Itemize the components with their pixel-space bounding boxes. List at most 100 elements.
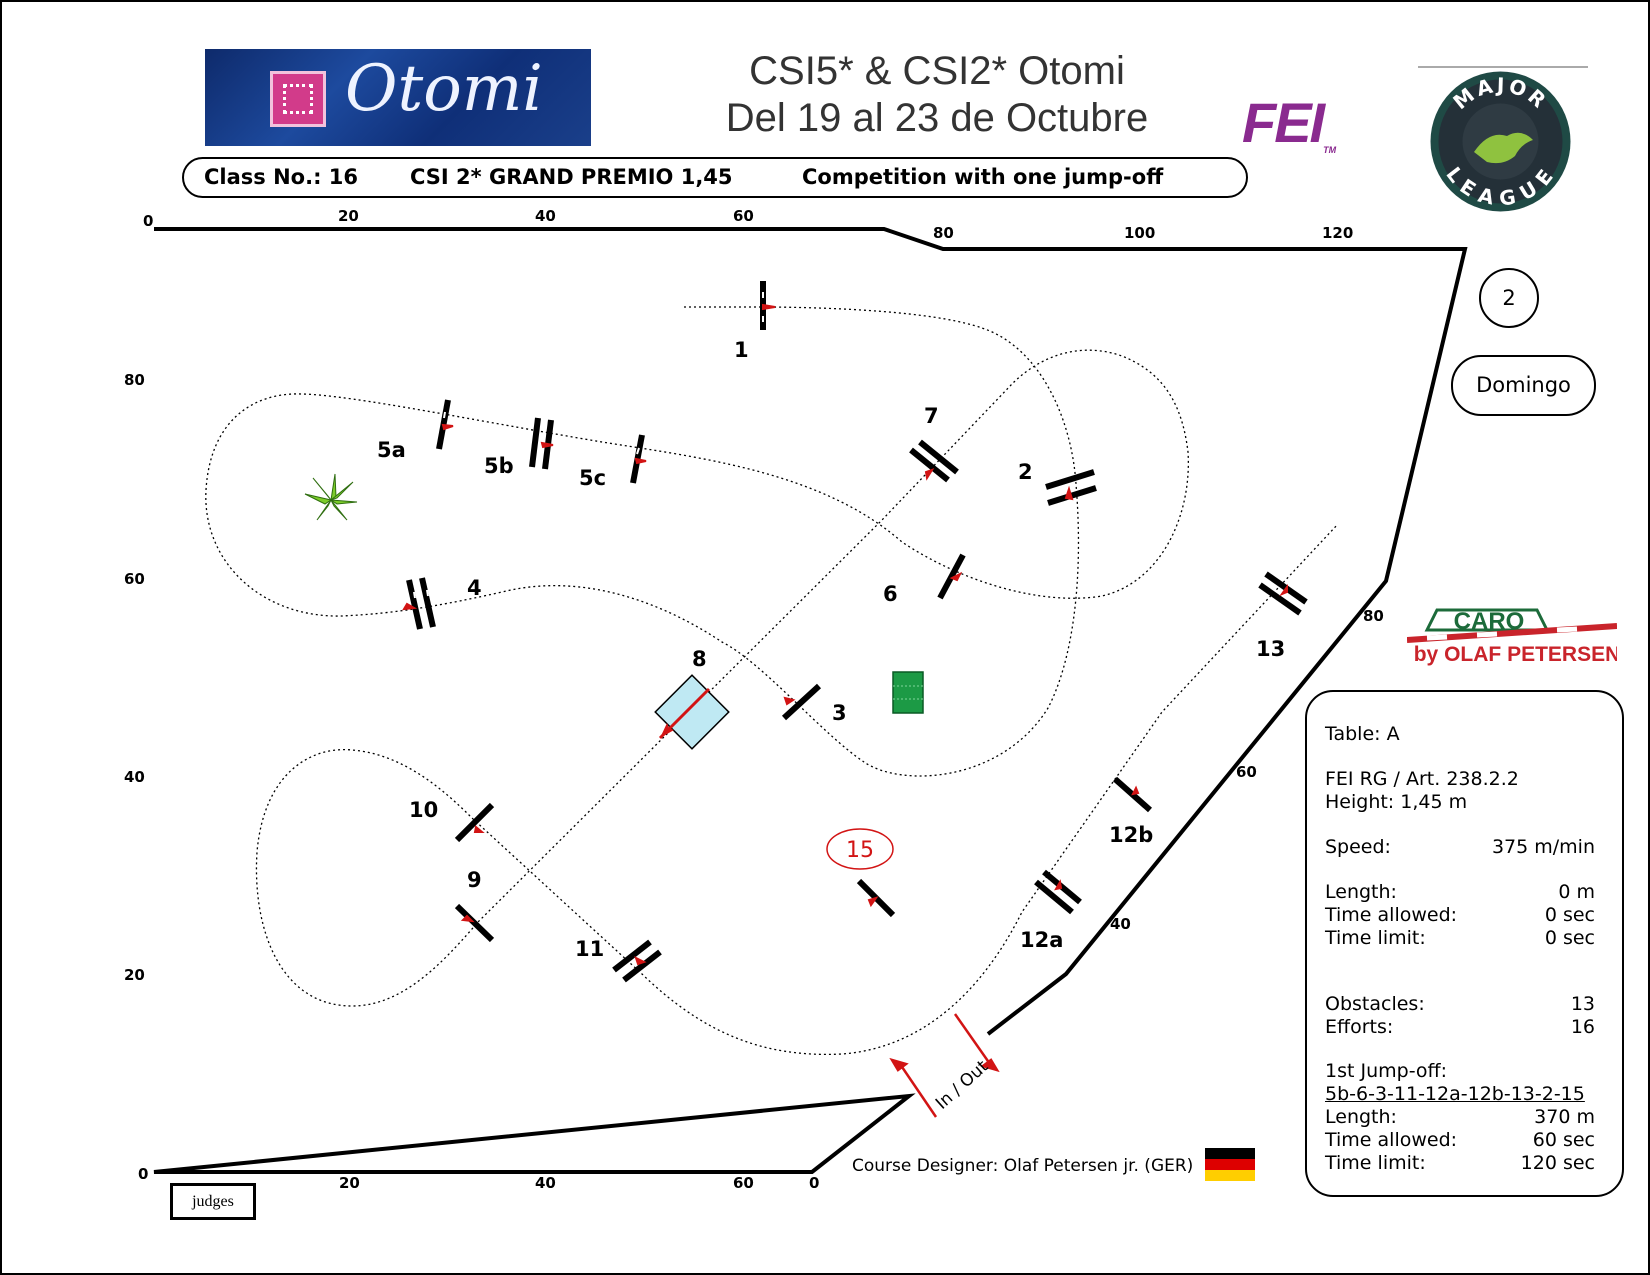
obstacle-label-4: 4: [467, 576, 482, 600]
obstacle-label-1: 1: [734, 338, 749, 362]
scale-left-40: 40: [124, 768, 145, 786]
final-obstacle-badge: 15: [826, 828, 894, 870]
major-league-logo: MAJOR LEAGUE: [1430, 71, 1571, 212]
obstacle-label-12b: 12b: [1109, 823, 1153, 847]
scale-diag-60: 60: [1236, 763, 1257, 781]
obstacle-10: [454, 802, 495, 843]
obstacle-4: [406, 577, 436, 630]
fei-logo: FEITM: [1242, 90, 1336, 155]
obstacle-6: [937, 553, 966, 600]
event-dates: Del 19 al 23 de Octubre: [725, 96, 1149, 140]
competition-type: Competition with one jump-off: [802, 165, 1164, 189]
course-designer: Course Designer: Olaf Petersen jr. (GER): [852, 1156, 1194, 1176]
info-obstacles-label: Obstacles:: [1325, 993, 1425, 1015]
scale-top-80: 80: [933, 224, 954, 242]
obstacle-label-12a: 12a: [1020, 928, 1063, 952]
obstacle-7: [909, 439, 959, 483]
info-length-label: Length:: [1325, 881, 1397, 903]
obstacle-label-7: 7: [924, 404, 939, 428]
obstacle-3: [781, 683, 822, 721]
scale-bottom-40: 40: [535, 1174, 556, 1192]
day-badge: Domingo: [1451, 355, 1596, 416]
logo-divider: [1418, 66, 1588, 68]
caro-byline: by OLAF PETERSEN: [1414, 643, 1617, 666]
in-out-gate: [889, 1013, 1000, 1118]
info-length-value: 0 m: [1558, 881, 1595, 903]
caro-sponsor-logo: CARO by OLAF PETERSEN: [1407, 608, 1617, 666]
obstacle-label-10: 10: [409, 798, 438, 822]
scale-bottom-20: 20: [339, 1174, 360, 1192]
obstacle-label-13: 13: [1256, 637, 1285, 661]
scale-left-20: 20: [124, 966, 145, 984]
caro-brand-text: CARO: [1454, 608, 1525, 635]
course-route: [205, 306, 1339, 1056]
flag-stripe-1: [1205, 1148, 1255, 1159]
info-jo-length-value: 370 m: [1534, 1106, 1595, 1128]
scale-left-60: 60: [124, 570, 145, 588]
scale-left-80: 80: [124, 371, 145, 389]
scale-bottom-0: 0: [809, 1174, 819, 1192]
fei-trademark: TM: [1323, 145, 1337, 155]
scale-top-100: 100: [1124, 224, 1155, 242]
obstacle-label-11: 11: [575, 937, 604, 961]
info-efforts-value: 16: [1570, 1016, 1595, 1038]
info-jumpoff-sequence: 5b-6-3-11-12a-12b-13-2-15: [1325, 1083, 1585, 1105]
obstacle-label-9: 9: [467, 868, 482, 892]
otomi-emblem-icon: [270, 71, 326, 127]
obstacle-label-2: 2: [1018, 460, 1033, 484]
info-time-allowed-label: Time allowed:: [1325, 904, 1458, 926]
otomi-logo-text: Otomi: [345, 52, 543, 126]
scale-bottom-60: 60: [733, 1174, 754, 1192]
scale-left-0: 0: [138, 1165, 148, 1183]
green-obstacle-box: [892, 671, 924, 714]
info-efforts-label: Efforts:: [1325, 1016, 1394, 1038]
judges-box: judges: [170, 1183, 256, 1220]
obstacle-label-15: 15: [846, 838, 874, 863]
obstacle-8-water: [654, 674, 730, 750]
scale-top-120: 120: [1322, 224, 1353, 242]
info-time-limit-label: Time limit:: [1325, 927, 1426, 949]
arena-fence-upper: [154, 227, 1468, 1036]
fei-logo-text: FEI: [1242, 91, 1325, 154]
class-number: Class No.: 16: [204, 165, 359, 189]
info-speed-label: Speed:: [1325, 836, 1391, 858]
scale-diag-80: 80: [1363, 607, 1384, 625]
info-time-allowed-value: 0 sec: [1544, 904, 1595, 926]
info-jo-time-limit-value: 120 sec: [1520, 1152, 1595, 1174]
event-title: CSI5* & CSI2* Otomi Del 19 al 23 de Octu…: [642, 48, 1232, 142]
germany-flag-icon: [1205, 1148, 1255, 1181]
obstacle-label-5a: 5a: [377, 438, 406, 462]
info-obstacles-value: 13: [1570, 993, 1595, 1015]
obstacle-11: [612, 939, 662, 983]
scale-diag-40: 40: [1110, 915, 1131, 933]
info-jo-time-allowed-label: Time allowed:: [1325, 1129, 1458, 1151]
obstacle-2: [1045, 469, 1097, 506]
info-jo-time-limit-label: Time limit:: [1325, 1152, 1426, 1174]
info-rule: FEI RG / Art. 238.2.2: [1325, 768, 1519, 790]
scale-top-20: 20: [338, 207, 359, 225]
obstacle-label-8: 8: [692, 647, 707, 671]
gate-in-arrow-icon: [889, 1057, 909, 1072]
info-time-limit-value: 0 sec: [1544, 927, 1595, 949]
scale-top-40: 40: [535, 207, 556, 225]
class-info-bar: Class No.: 16 CSI 2* GRAND PREMIO 1,45 C…: [182, 157, 1248, 198]
gate-out-arrow-icon: [980, 1058, 1000, 1073]
course-number-badge: 2: [1479, 268, 1539, 328]
obstacle-label-3: 3: [832, 701, 847, 725]
info-speed-value: 375 m/min: [1491, 836, 1595, 858]
plant-icon: [304, 473, 358, 521]
info-table: Table: A: [1325, 723, 1400, 745]
info-jo-time-allowed-value: 60 sec: [1532, 1129, 1595, 1151]
obstacle-label-5b: 5b: [484, 454, 514, 478]
obstacle-label-5c: 5c: [579, 466, 606, 490]
obstacle-9: [454, 903, 495, 943]
obstacle-label-6: 6: [883, 582, 898, 606]
scale-top-0: 0: [143, 212, 153, 230]
otomi-logo: Otomi: [205, 49, 591, 146]
course-info-panel: Table: A FEI RG / Art. 238.2.2 Height: 1…: [1305, 690, 1624, 1197]
info-jo-length-label: Length:: [1325, 1106, 1397, 1128]
event-title-line1: CSI5* & CSI2* Otomi: [749, 49, 1125, 93]
gate-label: In / Out: [932, 1056, 993, 1113]
